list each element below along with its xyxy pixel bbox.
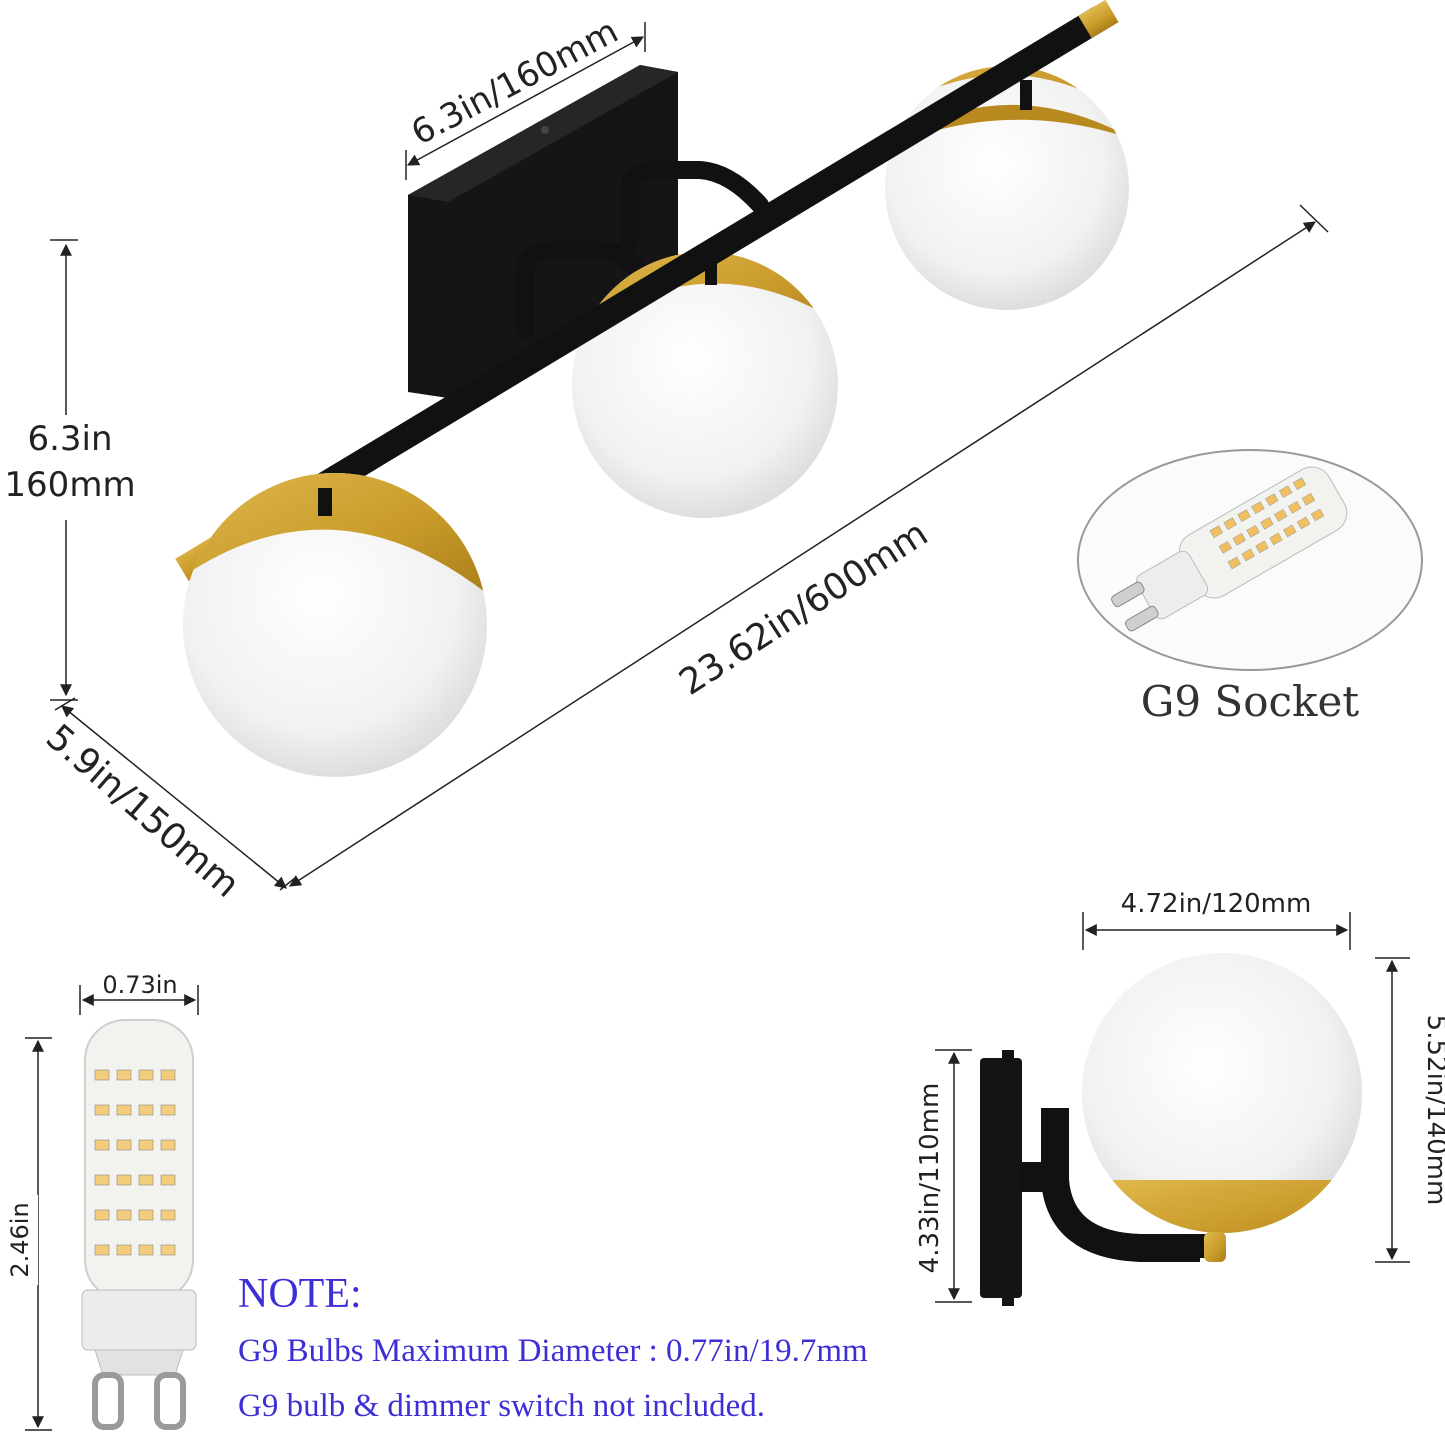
note-not-included: G9 bulb & dimmer switch not included. (238, 1388, 766, 1424)
note-max-diameter: G9 Bulbs Maximum Diameter : 0.77in/19.7m… (238, 1333, 868, 1369)
dim-bulb-height-label: 2.46in (6, 1202, 34, 1277)
dim-height-mm-label: 160mm (4, 465, 135, 505)
side-backplate (980, 1058, 1022, 1298)
dim-depth-label: 5.9in/150mm (38, 717, 247, 906)
dim-side-height: 4.33in/110mm (915, 1049, 972, 1303)
dim-length-label: 23.62in/600mm (672, 513, 935, 704)
socket-label: G9 Socket (1141, 677, 1360, 726)
dim-globe-width-label: 4.72in/120mm (1121, 889, 1312, 919)
g9-bulb (81, 1019, 197, 1430)
main-fixture (175, 0, 1129, 777)
dim-height-in-label: 6.3in (27, 419, 112, 459)
globe-left (183, 473, 487, 777)
dim-globe-height-label: 5.52in/140mm (1421, 1015, 1445, 1206)
dim-globe-height: 5.52in/140mm (1375, 957, 1445, 1263)
note-title: NOTE: (238, 1271, 362, 1317)
dim-globe-width: 4.72in/120mm (1082, 889, 1351, 950)
arm-upper (621, 161, 769, 249)
dim-side-height-label: 4.33in/110mm (915, 1083, 945, 1274)
dim-bulb-height: 2.46in (4, 1037, 52, 1431)
dim-bulb-width: 0.73in (79, 971, 199, 1015)
socket-callout: G9 Socket (1077, 449, 1423, 726)
dim-height: 6.3in 160mm (0, 239, 145, 701)
dim-bulb-width-label: 0.73in (102, 971, 177, 999)
side-view (980, 953, 1362, 1306)
side-arm (1041, 1108, 1200, 1262)
